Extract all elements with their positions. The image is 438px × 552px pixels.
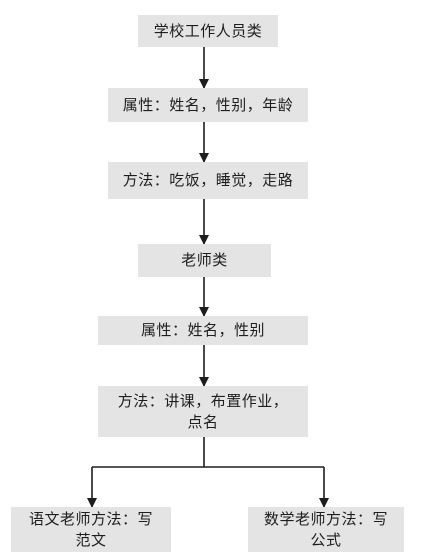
teacher-methods-line1: 方法：讲课，布置作业， bbox=[117, 391, 289, 410]
school-staff-class-label: 学校工作人员类 bbox=[153, 21, 263, 40]
teacher-class-node: 老师类 bbox=[138, 244, 271, 277]
staff-methods-node: 方法：吃饭，睡觉，走路 bbox=[108, 162, 308, 199]
teacher-methods-node: 方法：讲课，布置作业， 点名 bbox=[98, 386, 308, 437]
math-teacher-node: 数学老师方法：写 公式 bbox=[248, 507, 404, 552]
chinese-teacher-line2: 范文 bbox=[75, 530, 107, 549]
school-staff-class-node: 学校工作人员类 bbox=[138, 15, 278, 47]
teacher-attributes-node: 属性：姓名，性别 bbox=[98, 316, 308, 345]
teacher-methods-line2: 点名 bbox=[187, 412, 219, 431]
teacher-attributes-label: 属性：姓名，性别 bbox=[140, 321, 265, 339]
teacher-class-label: 老师类 bbox=[181, 251, 228, 269]
math-teacher-line1: 数学老师方法：写 bbox=[263, 509, 388, 528]
chinese-teacher-line1: 语文老师方法：写 bbox=[28, 509, 153, 528]
staff-attributes-label: 属性：姓名，性别，年龄 bbox=[122, 95, 294, 114]
math-teacher-line2: 公式 bbox=[310, 530, 342, 549]
chinese-teacher-node: 语文老师方法：写 范文 bbox=[11, 507, 171, 552]
staff-attributes-node: 属性：姓名，性别，年龄 bbox=[108, 88, 308, 122]
staff-methods-label: 方法：吃饭，睡觉，走路 bbox=[122, 171, 294, 189]
